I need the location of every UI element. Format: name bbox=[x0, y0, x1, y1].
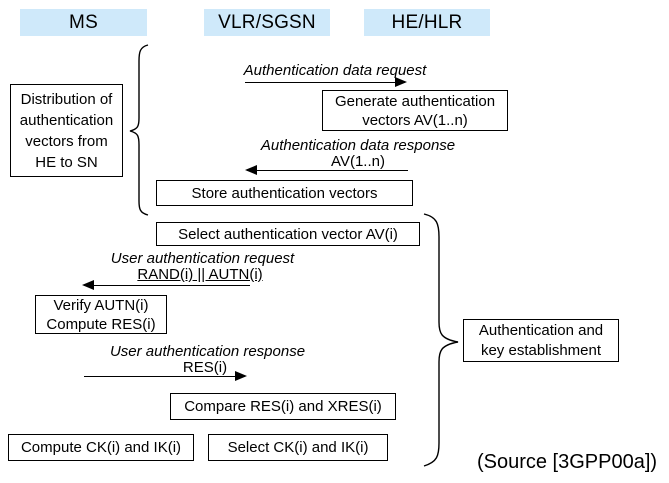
message-payload-rand-autn: RAND(i) || AUTN(i) bbox=[137, 266, 263, 283]
right-curly-brace-icon bbox=[423, 213, 459, 467]
box-line: Store authentication vectors bbox=[191, 184, 378, 202]
box-line: Compute CK(i) and IK(i) bbox=[20, 439, 182, 456]
lane-header-vlr-sgsn: VLR/SGSN bbox=[204, 9, 330, 36]
lane-header-he-hlr: HE/HLR bbox=[364, 9, 490, 36]
lane-label-vlr-sgsn: VLR/SGSN bbox=[218, 11, 316, 33]
box-line: Verify AUTN(i) bbox=[53, 296, 149, 314]
box-compute-ck-ik: Compute CK(i) and IK(i) bbox=[8, 434, 194, 461]
box-store-authentication-vectors: Store authentication vectors bbox=[156, 180, 413, 206]
arrow-right-icon bbox=[245, 77, 407, 87]
arrowhead-right-icon bbox=[235, 371, 247, 381]
message-payload-av-1-n: AV(1..n) bbox=[331, 153, 385, 170]
arrow-right-icon bbox=[84, 371, 247, 381]
source-citation: (Source [3GPP00a]) bbox=[476, 451, 658, 473]
message-label-user-authentication-response: User authentication response bbox=[109, 343, 306, 360]
lane-header-ms: MS bbox=[20, 9, 147, 36]
arrow-left-icon bbox=[245, 165, 408, 175]
box-line: authentication bbox=[19, 111, 114, 129]
box-line: vectors AV(1..n) bbox=[362, 111, 468, 129]
message-payload-res: RES(i) bbox=[182, 359, 228, 376]
lane-label-ms: MS bbox=[69, 11, 98, 33]
box-select-authentication-vector: Select authentication vector AV(i) bbox=[156, 222, 420, 246]
arrowhead-right-icon bbox=[395, 77, 407, 87]
box-line: Select CK(i) and IK(i) bbox=[227, 439, 369, 456]
arrowhead-left-icon bbox=[82, 280, 94, 290]
message-label-authentication-data-request: Authentication data request bbox=[243, 62, 427, 79]
box-line: Authentication and bbox=[478, 321, 604, 339]
message-label-user-authentication-request: User authentication request bbox=[110, 250, 295, 267]
box-line: Compute RES(i) bbox=[46, 315, 156, 333]
box-line: Generate authentication bbox=[334, 92, 496, 110]
left-curly-brace-icon bbox=[129, 44, 149, 216]
box-generate-authentication-vectors: Generate authentication vectors AV(1..n) bbox=[322, 90, 508, 131]
box-line: HE to SN bbox=[35, 153, 98, 171]
box-line: Distribution of bbox=[20, 90, 113, 108]
box-authentication-and-key-establishment: Authentication and key establishment bbox=[463, 319, 619, 362]
box-line: Select authentication vector AV(i) bbox=[178, 225, 398, 243]
box-select-ck-ik: Select CK(i) and IK(i) bbox=[208, 434, 388, 461]
lane-label-he-hlr: HE/HLR bbox=[391, 11, 463, 33]
arrowhead-left-icon bbox=[245, 165, 257, 175]
arrow-left-icon bbox=[82, 280, 250, 290]
box-line: key establishment bbox=[480, 341, 602, 359]
box-distribution-of-authentication-vectors: Distribution of authentication vectors f… bbox=[10, 84, 123, 177]
box-compare-res-xres: Compare RES(i) and XRES(i) bbox=[170, 393, 396, 420]
box-line: vectors from bbox=[25, 132, 108, 150]
message-label-authentication-data-response: Authentication data response bbox=[260, 137, 456, 154]
box-verify-autn-compute-res: Verify AUTN(i) Compute RES(i) bbox=[35, 295, 167, 334]
box-line: Compare RES(i) and XRES(i) bbox=[184, 398, 382, 415]
